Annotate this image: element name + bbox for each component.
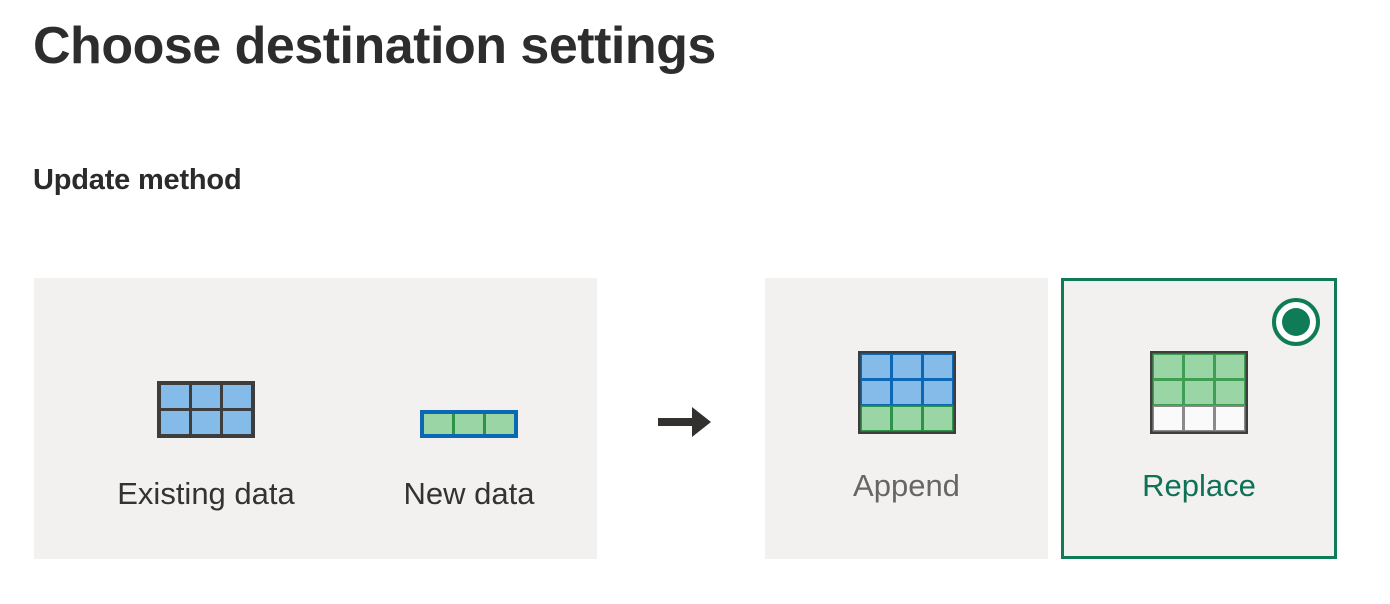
green-row-3x1-icon [420, 410, 518, 438]
grid-cell [1185, 355, 1213, 378]
blue-grid-3x2-icon [157, 381, 255, 438]
grid-cell [223, 411, 251, 434]
grid-cell [923, 381, 952, 404]
tile-append: Append [765, 348, 1048, 504]
grid-cell [192, 385, 220, 408]
tile-new-data: New data [344, 348, 594, 512]
grid-cell [861, 407, 890, 430]
existing-data-icon-slot [157, 348, 255, 438]
tile-label-existing-data: Existing data [117, 476, 295, 511]
grid-cell [861, 355, 890, 378]
grid-cell [161, 411, 189, 434]
grid-cell [1216, 381, 1244, 404]
append-icon-slot [857, 348, 956, 434]
grid-cell [1154, 381, 1182, 404]
grid-cell [1216, 355, 1244, 378]
source-data-panel: Existing data New data [34, 278, 597, 559]
grid-cell [455, 414, 483, 434]
radio-dot [1282, 308, 1310, 336]
grid-cell [923, 355, 952, 378]
grid-cell [861, 381, 890, 404]
option-card-append[interactable]: Append [765, 278, 1048, 559]
option-card-replace[interactable]: Replace [1061, 278, 1337, 559]
grid-cell [892, 407, 921, 430]
tile-label-new-data: New data [403, 476, 535, 511]
grid-cell [223, 385, 251, 408]
grid-cell [1216, 407, 1244, 430]
grid-cell [923, 407, 952, 430]
grid-cell [424, 414, 452, 434]
replace-grid-3x3-icon [1150, 351, 1248, 434]
grid-cell [892, 355, 921, 378]
grid-cell [1185, 381, 1213, 404]
tile-replace: Replace [1064, 348, 1334, 504]
tile-existing-data: Existing data [56, 348, 356, 512]
grid-cell [892, 381, 921, 404]
grid-cell [1185, 407, 1213, 430]
grid-cell [192, 411, 220, 434]
append-grid-3x3-icon [857, 351, 956, 434]
option-label-replace: Replace [1142, 468, 1256, 503]
new-data-icon-slot [420, 348, 518, 438]
grid-cell [161, 385, 189, 408]
section-title-update-method: Update method [33, 164, 242, 196]
grid-cell [486, 414, 514, 434]
option-label-append: Append [853, 468, 960, 503]
grid-cell [1154, 407, 1182, 430]
replace-icon-slot [1150, 348, 1248, 434]
radio-selected-icon[interactable] [1272, 298, 1320, 346]
page-title: Choose destination settings [33, 17, 716, 75]
grid-cell [1154, 355, 1182, 378]
arrow-right-icon [655, 398, 715, 446]
